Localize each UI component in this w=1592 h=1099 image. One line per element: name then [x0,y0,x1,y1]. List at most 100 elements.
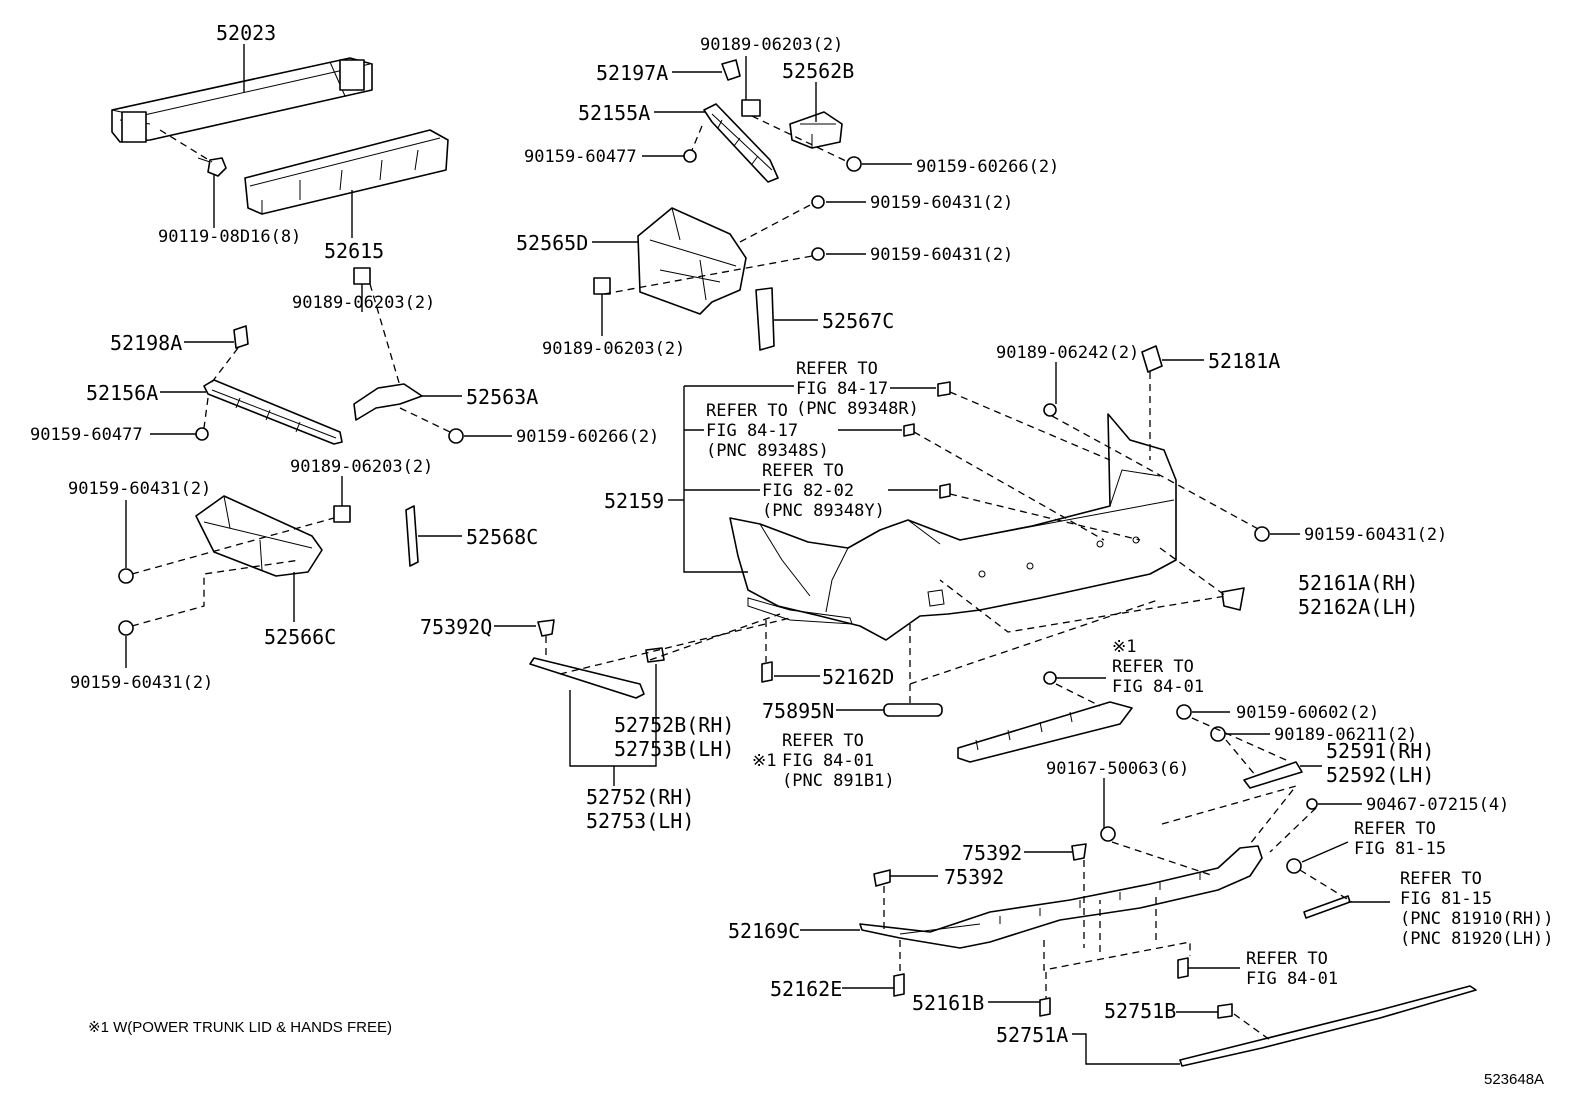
label-52562B: 52562B [782,59,854,83]
part-52563A-bracket [353,383,423,421]
part-52562B-bracket [789,111,843,149]
part-90189-clip-left2 [333,505,351,523]
label-52563A: 52563A [466,385,538,409]
part-52161A-cap [1221,587,1245,611]
part-52565D-retainer [637,207,747,315]
part-90159-60266-screw-top [846,156,862,172]
part-ref-84-01-clip-b [1177,957,1189,979]
label-52162D: 52162D [822,665,894,689]
label-52565D: 52565D [516,231,588,255]
part-ref-89348S [903,423,915,437]
ref-note-891B1: REFER TO ※1 FIG 84-01 (PNC 891B1) [752,731,895,791]
svg-text:FIG 84-17: FIG 84-17 [706,421,798,441]
svg-text:FIG 81-15: FIG 81-15 [1354,839,1446,859]
part-ref-81910-molding [1303,895,1351,919]
reference-notes: REFER TO FIG 84-17 (PNC 89348R) REFER TO… [706,359,1554,989]
part-52161B-clip [1039,997,1051,1017]
part-52162D-clip [761,661,773,683]
part-52023-reinforcement [111,57,373,143]
label-75392-a: 75392 [962,841,1022,865]
svg-text:※1: ※1 [1112,637,1136,657]
label-90189-06242: 90189-06242(2) [996,343,1139,363]
svg-text:FIG 84-01: FIG 84-01 [1246,969,1338,989]
part-90159-60431-screw-b [811,247,825,261]
part-90159-60477-screw-top [683,149,697,163]
part-90159-60431-screw-left1 [118,568,134,584]
label-90159-60431-left1: 90159-60431(2) [68,479,211,499]
label-52162E: 52162E [770,977,842,1001]
label-90159-60431-left2: 90159-60431(2) [70,673,213,693]
part-90159-60477-screw-left [195,427,209,441]
svg-text:(PNC 81920(LH)): (PNC 81920(LH)) [1400,929,1554,949]
part-52615-absorber [244,129,449,215]
part-90159-60431-screw-a [811,195,825,209]
part-ref-89348R [937,381,951,397]
label-52615: 52615 [324,239,384,263]
ref-note-81-15-a: REFER TO FIG 81-15 [1354,819,1446,859]
part-90467-clip [1306,798,1318,810]
label-52156A: 52156A [86,381,158,405]
label-52161A: 52161A(RH) [1298,571,1418,595]
svg-text:FIG 81-15: FIG 81-15 [1400,889,1492,909]
part-90189-clip-left [353,267,371,285]
label-75392-b: 75392 [944,865,1004,889]
part-75392Q-clip [537,619,555,637]
part-90119-bolt [197,157,227,177]
part-90159-60431-screw-left2 [118,620,134,636]
svg-text:(PNC 89348Y): (PNC 89348Y) [762,501,885,521]
part-ref-89348Y [939,483,951,499]
part-90159-60431-screw-right [1254,526,1270,542]
part-52169C-lower-cover [859,845,1263,949]
svg-text:(PNC 891B1): (PNC 891B1) [782,771,895,791]
label-52159: 52159 [604,489,664,513]
svg-text:FIG 84-17: FIG 84-17 [796,379,888,399]
label-52161B: 52161B [912,991,984,1015]
label-90189-mid: 90189-06203(2) [542,339,685,359]
part-90159-60602-screw [1176,704,1192,720]
label-52751A: 52751A [996,1023,1068,1047]
svg-text:※1: ※1 [752,751,776,771]
label-52752: 52752(RH) [586,785,694,809]
label-90159-60477-top: 90159-60477 [524,147,637,167]
part-52751A-molding [1179,985,1477,1067]
svg-text:REFER TO: REFER TO [762,461,844,481]
part-52567C-spacer [755,287,775,351]
label-52181A: 52181A [1208,349,1280,373]
label-52568C: 52568C [466,525,538,549]
label-90159-60431-b: 90159-60431(2) [870,245,1013,265]
part-90167-screw [1100,826,1116,842]
part-75392-clip-b [873,869,891,887]
label-90189-left: 90189-06203(2) [292,293,435,313]
svg-text:(PNC 89348R): (PNC 89348R) [796,399,919,419]
part-90189-clip-top [741,99,761,117]
part-labels: 52023 90119-08D16(8) 52615 90189-06203(2… [30,21,1509,1047]
part-ref-891B1-sensor-bracket [957,701,1133,763]
label-52751B: 52751B [1104,999,1176,1023]
part-75392-clip-a [1071,843,1087,861]
ref-note-81-15-b: REFER TO FIG 81-15 (PNC 81910(RH)) (PNC … [1400,869,1554,949]
part-52159-bumper-cover [729,413,1177,641]
part-90189-clip-mid [593,277,611,295]
part-ref-81-15-clip [1286,858,1302,874]
ref-note-84-01-a: ※1 REFER TO FIG 84-01 [1112,637,1204,697]
part-52566C-retainer [195,495,323,577]
label-52567C: 52567C [822,309,894,333]
ref-note-84-01-b: REFER TO FIG 84-01 [1246,949,1338,989]
label-90159-60477-left: 90159-60477 [30,425,143,445]
part-52162E-clip [893,973,905,997]
figure-id: 523648A [1484,1071,1544,1088]
part-52197A-retainer [721,59,741,81]
svg-text:REFER TO: REFER TO [1112,657,1194,677]
label-52023: 52023 [216,21,276,45]
label-90189-06211: 90189-06211(2) [1274,725,1417,745]
label-52592: 52592(LH) [1326,763,1434,787]
label-90159-60266-top: 90159-60266(2) [916,157,1059,177]
part-52752-reflector [529,657,645,699]
part-52568C-spacer [405,505,419,567]
svg-text:(PNC 81910(RH)): (PNC 81910(RH)) [1400,909,1554,929]
label-75895N: 75895N [762,699,834,723]
label-52566C: 52566C [264,625,336,649]
svg-text:FIG 84-01: FIG 84-01 [782,751,874,771]
svg-text:REFER TO: REFER TO [1246,949,1328,969]
